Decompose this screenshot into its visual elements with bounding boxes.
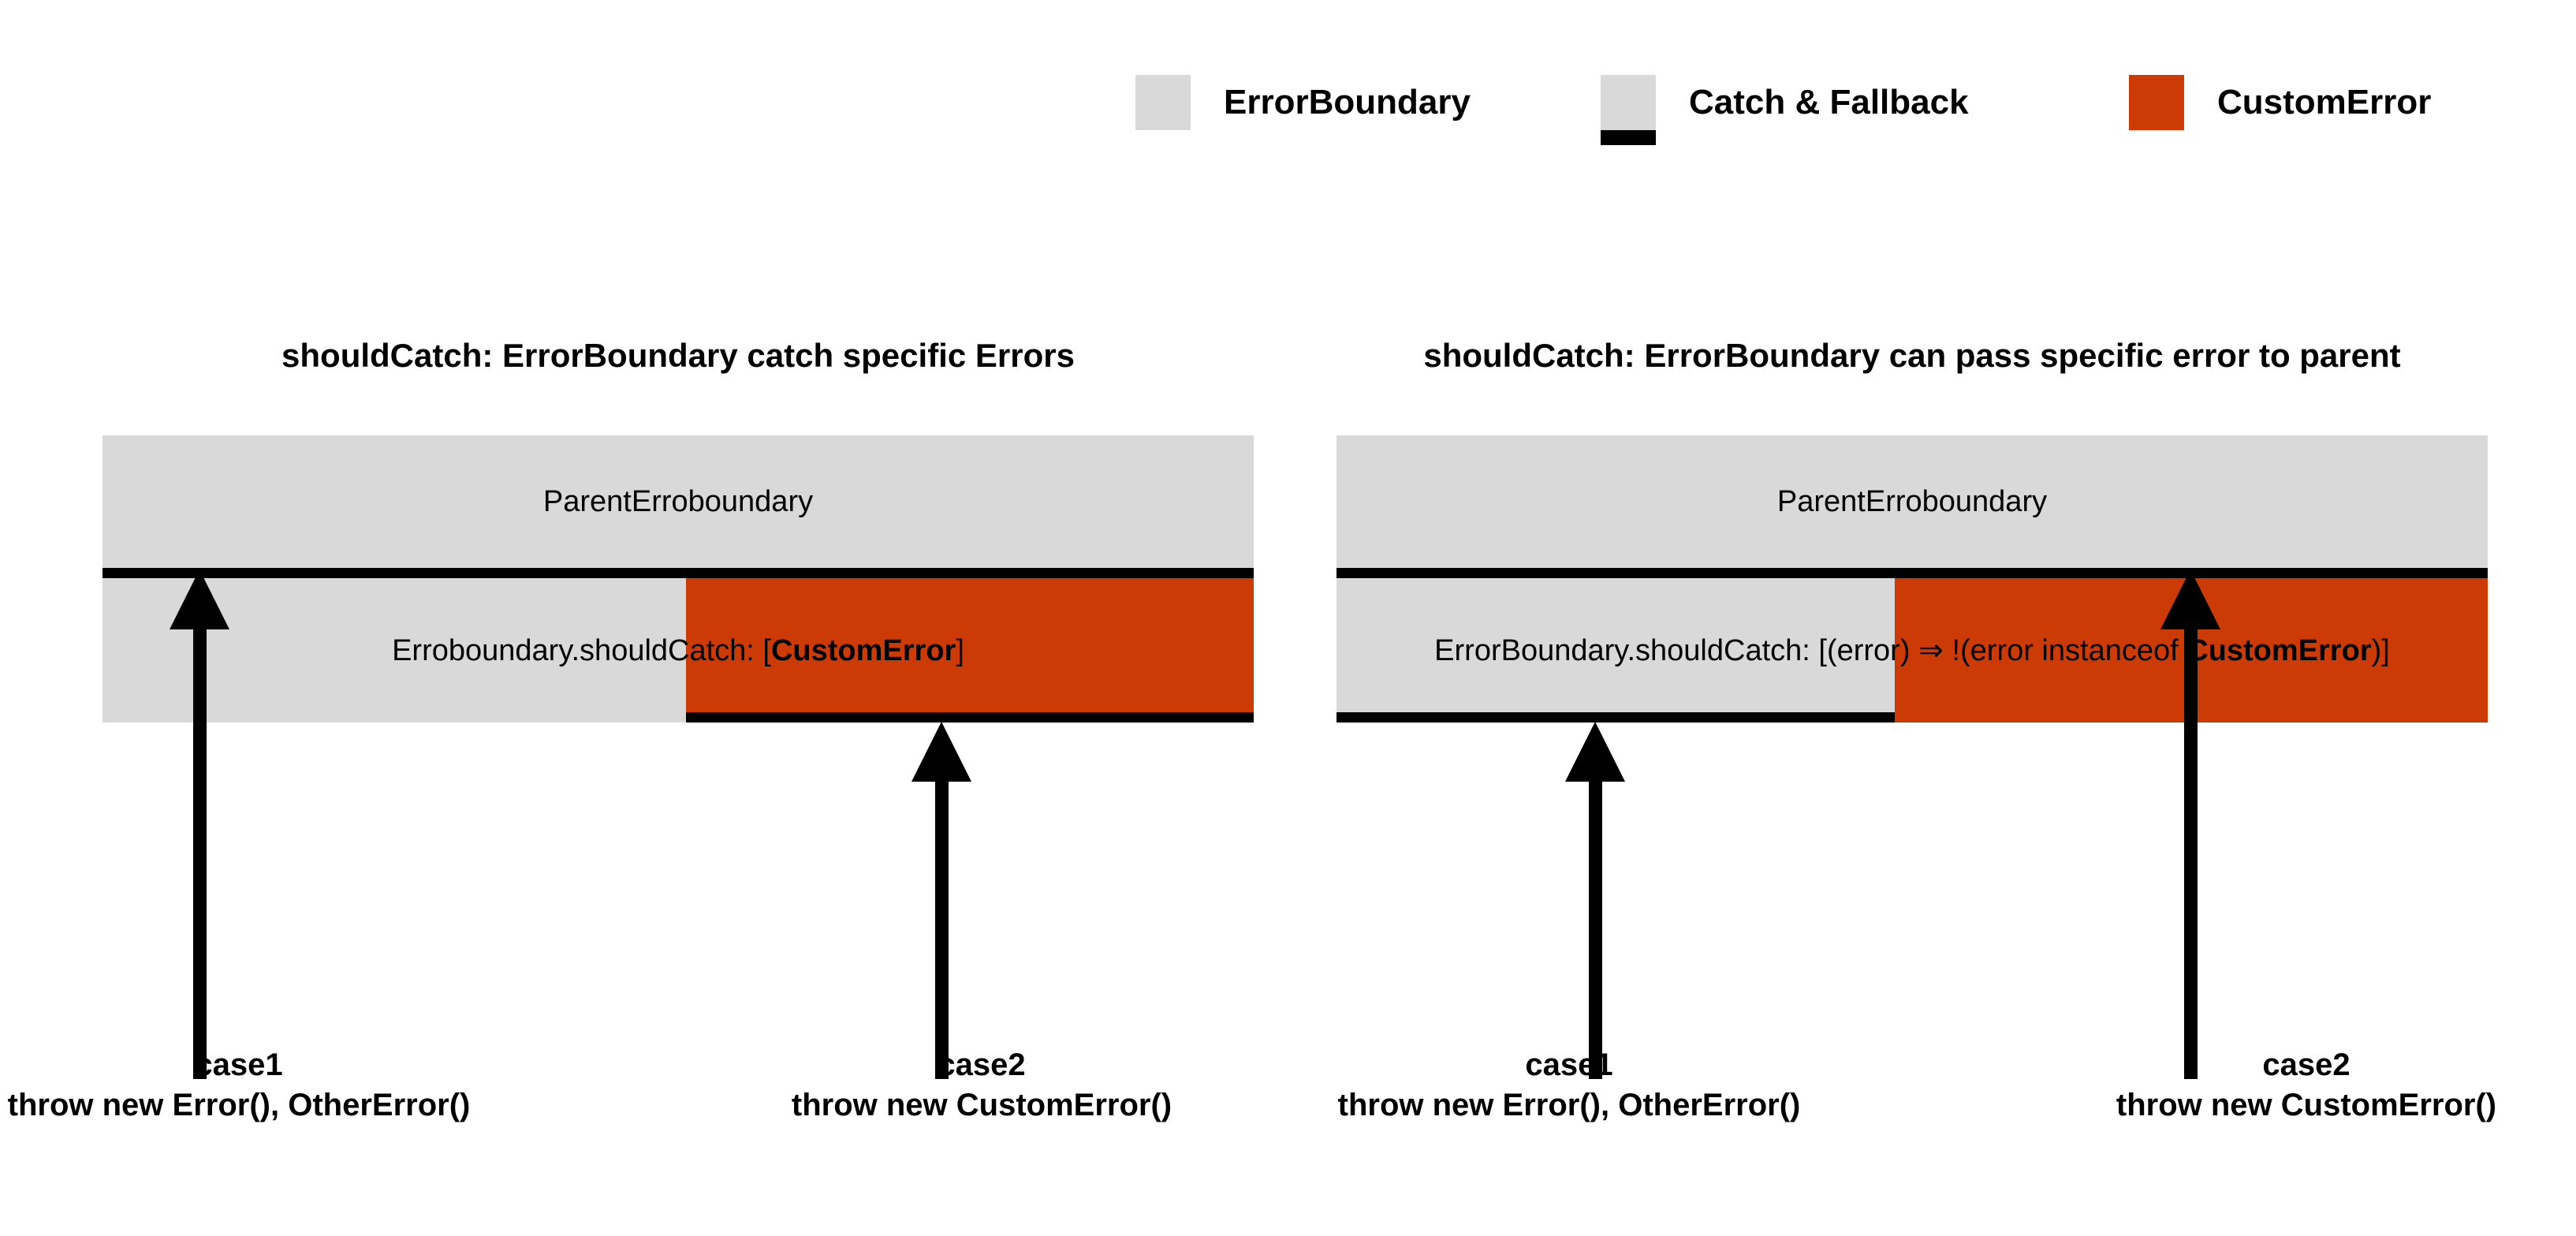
case-caption-case1-left: case1 throw new Error(), OtherError() (0, 1045, 554, 1126)
parent-error-boundary-label-left: ParentErroboundary (542, 485, 814, 518)
parent-error-boundary-box-left: ParentErroboundary (103, 435, 1254, 568)
boundary-stack-right: ParentErroboundary ErrorBoundary.shouldC… (1336, 435, 2488, 723)
child-label-bold-right: CustomError (2186, 633, 2372, 667)
case-caption-title: case2 (938, 1047, 1026, 1082)
boundary-stack-left: ParentErroboundary Erroboundary.shouldCa… (103, 435, 1254, 723)
arrow-head-icon (2160, 569, 2220, 629)
arrow-head-icon (1565, 722, 1625, 782)
arrow-up-case2-left-icon (911, 722, 971, 1079)
child-label-prefix-left: Erroboundary.shouldCatch: [ (392, 633, 771, 667)
case-caption-case2-left: case2 throw new CustomError() (666, 1045, 1297, 1126)
case-caption-detail: throw new CustomError() (2116, 1088, 2497, 1123)
catch-fallback-bar-left (103, 568, 1254, 578)
parent-error-boundary-box-right: ParentErroboundary (1336, 435, 2488, 568)
legend-label-custom-error: CustomError (2217, 83, 2432, 121)
case-caption-title: case2 (2262, 1047, 2350, 1082)
child-boundary-label-right: ErrorBoundary.shouldCatch: [(error) ⇒ !(… (1336, 636, 2488, 666)
legend-label-catch-fallback: Catch & Fallback (1689, 83, 1969, 121)
child-label-prefix-right: ErrorBoundary.shouldCatch: [(error) ⇒ !(… (1434, 633, 2187, 667)
catch-fallback-bottom-bar-right (1336, 712, 1895, 723)
panel-title-right: shouldCatch: ErrorBoundary can pass spec… (1423, 337, 2401, 374)
arrow-shaft (1588, 782, 1602, 1079)
legend-swatch-catch-fallback-icon (1601, 75, 1656, 145)
diagram-panel-left: shouldCatch: ErrorBoundary catch specifi… (99, 339, 1258, 749)
case-caption-case2-right: case2 throw new CustomError() (1124, 1045, 2576, 1126)
child-label-suffix-left: ] (956, 633, 964, 667)
arrow-head-icon (170, 569, 229, 629)
case-caption-detail: throw new Error(), OtherError() (1337, 1088, 1801, 1123)
case-caption-detail: throw new CustomError() (791, 1088, 1172, 1123)
child-boundary-row-left: Erroboundary.shouldCatch: [CustomError] (103, 578, 1254, 723)
panel-title-left: shouldCatch: ErrorBoundary catch specifi… (281, 337, 1075, 374)
arrow-up-case2-right-icon (2160, 569, 2220, 1079)
parent-error-boundary-label-right: ParentErroboundary (1776, 485, 2048, 518)
arrow-up-case1-left-icon (170, 569, 229, 1079)
case-caption-detail: throw new Error(), OtherError() (7, 1088, 471, 1123)
arrow-shaft (2183, 629, 2198, 1079)
catch-fallback-bar-right (1336, 568, 2488, 578)
legend-item-error-boundary: ErrorBoundary (1135, 75, 1601, 130)
custom-error-region-left (686, 578, 1254, 723)
child-boundary-label-left: Erroboundary.shouldCatch: [CustomError] (103, 636, 1254, 666)
case-caption-case1-right: case1 throw new Error(), OtherError() (528, 1045, 2576, 1126)
legend: ErrorBoundary Catch & Fallback CustomErr… (1135, 75, 2492, 170)
child-boundary-row-right: ErrorBoundary.shouldCatch: [(error) ⇒ !(… (1336, 578, 2488, 723)
diagram-panel-right: shouldCatch: ErrorBoundary can pass spec… (1333, 339, 2492, 749)
legend-item-custom-error: CustomError (2129, 75, 2492, 130)
legend-swatch-error-boundary-icon (1135, 75, 1191, 130)
arrow-shaft (934, 782, 949, 1079)
legend-swatch-custom-error-icon (2129, 75, 2184, 130)
child-label-bold-left: CustomError (770, 633, 956, 667)
case-caption-title: case1 (195, 1047, 283, 1082)
error-boundary-region-right (1336, 578, 1895, 723)
arrow-shaft (192, 629, 207, 1079)
arrow-up-case1-right-icon (1565, 722, 1625, 1079)
legend-label-error-boundary: ErrorBoundary (1224, 83, 1471, 121)
child-label-suffix-right: )] (2371, 633, 2390, 667)
legend-item-catch-fallback: Catch & Fallback (1601, 75, 2129, 145)
catch-fallback-bottom-bar-left (686, 712, 1254, 723)
arrow-head-icon (911, 722, 971, 782)
